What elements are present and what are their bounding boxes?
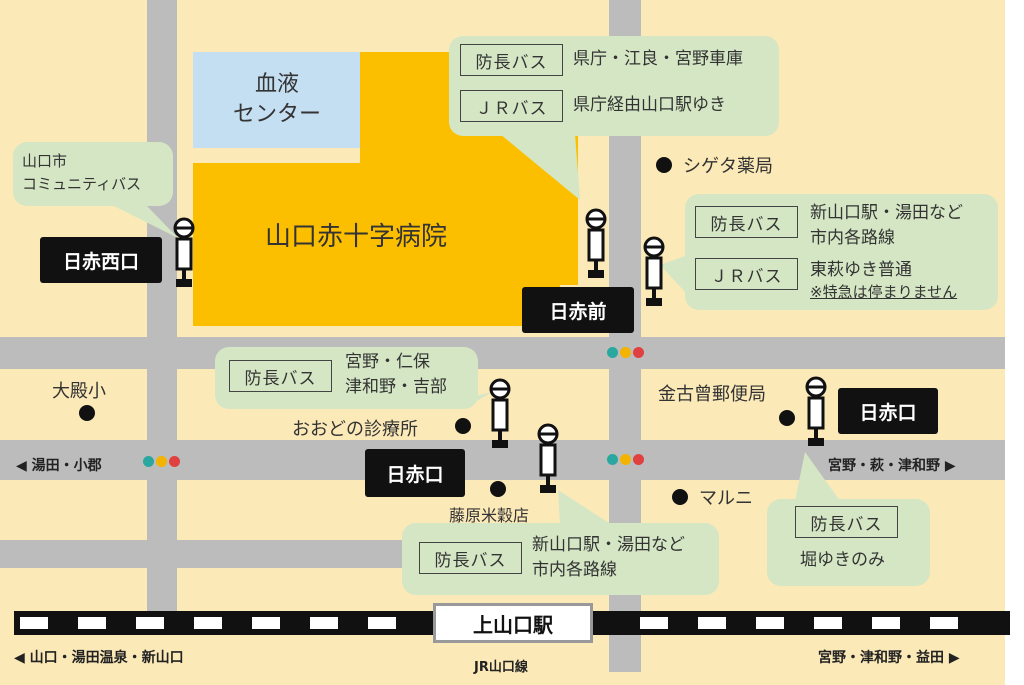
hospital-label: 山口赤十字病院 — [265, 222, 448, 252]
road-upper-horizontal — [0, 337, 1005, 369]
top-bus-boufu-box: 防長バス — [460, 44, 563, 76]
mid-bus-boufu-box: 防長バス — [229, 360, 332, 392]
poi-marker-icon — [672, 489, 688, 505]
top-bus-jr-dest: 県庁経由山口駅ゆき — [573, 95, 726, 115]
east-bus-boufu-box: 防長バス — [795, 506, 898, 538]
poi-kanekoso-post: 金古曾郵便局 — [658, 384, 766, 405]
bus-stop-pole-icon — [489, 378, 511, 448]
top-bus-jr-box: ＪＲバス — [460, 90, 563, 122]
stop-label-nisseki-guchi-east[interactable]: 日赤口 — [838, 388, 938, 434]
traffic-signal-icon — [156, 456, 167, 467]
right-bus-jr-dest1: 東萩ゆき普通 — [810, 260, 912, 280]
low-bus-dest1: 新山口駅・湯田など — [532, 535, 685, 555]
blood-center: 血液 センター — [193, 52, 361, 148]
rail-line-name: JR山口線 — [474, 660, 528, 675]
right-bus-boufu-box: 防長バス — [695, 206, 798, 238]
callout-low-bus — [402, 523, 719, 595]
bus-stop-pole-icon — [643, 236, 665, 306]
traffic-signal-icon — [633, 454, 644, 465]
rail-sleeper — [756, 617, 784, 629]
top-bus-boufu-dest: 県庁・江良・宮野車庫 — [573, 49, 743, 69]
road-dir-east: 宮野・萩・津和野 ▶ — [828, 458, 956, 474]
poi-marker-icon — [656, 157, 672, 173]
mid-bus-dest1: 宮野・仁保 — [345, 352, 430, 372]
rail-sleeper — [136, 617, 164, 629]
callout-top-bus — [449, 36, 779, 136]
poi-oodono-clinic: おおどの診療所 — [292, 419, 418, 440]
traffic-signal-icon — [607, 347, 618, 358]
blood-center-label: 血液 センター — [232, 72, 321, 127]
traffic-signal-icon — [620, 454, 631, 465]
stop-label-nisseki-mae[interactable]: 日赤前 — [522, 287, 634, 333]
poi-fujiwara-rice: 藤原米穀店 — [449, 506, 530, 525]
traffic-signal-icon — [633, 347, 644, 358]
poi-shigeta-pharmacy: シゲタ薬局 — [683, 156, 773, 177]
right-bus-boufu-dest1: 新山口駅・湯田など — [810, 203, 963, 223]
right-bus-boufu-dest2: 市内各路線 — [810, 228, 895, 248]
poi-marker-icon — [490, 481, 506, 497]
rail-sleeper — [194, 617, 222, 629]
poi-marker-icon — [455, 418, 471, 434]
bus-stop-pole-icon — [537, 423, 559, 493]
rail-sleeper — [814, 617, 842, 629]
callout-east-bus — [767, 499, 930, 586]
stop-label-nisseki-guchi-center[interactable]: 日赤口 — [365, 449, 465, 497]
bus-stop-pole-icon — [805, 376, 827, 446]
traffic-signal-icon — [169, 456, 180, 467]
bus-stop-pole-icon — [585, 208, 607, 278]
rail-sleeper — [872, 617, 900, 629]
stop-label-nisseki-nishiguchi[interactable]: 日赤西口 — [40, 237, 162, 283]
east-bus-dest: 堀ゆきのみ — [800, 550, 885, 570]
callout-community-bus — [13, 142, 173, 206]
road-dir-west: ◀ 湯田・小郡 — [16, 458, 102, 474]
rail-sleeper — [368, 617, 396, 629]
right-bus-jr-box: ＪＲバス — [695, 258, 798, 290]
callout-mid-bus — [215, 347, 478, 409]
low-bus-dest2: 市内各路線 — [532, 560, 617, 580]
low-bus-boufu-box: 防長バス — [419, 542, 522, 574]
rail-sleeper — [252, 617, 280, 629]
poi-ooden-school: 大殿小 — [52, 381, 106, 402]
rail-sleeper — [78, 617, 106, 629]
poi-marker-icon — [79, 405, 95, 421]
right-bus-jr-note: ※特急は停まりません — [810, 283, 958, 301]
rail-dir-west: ◀ 山口・湯田温泉・新山口 — [14, 650, 184, 666]
poi-maruni: マルニ — [699, 488, 753, 509]
rail-sleeper — [698, 617, 726, 629]
traffic-signal-icon — [620, 347, 631, 358]
rail-sleeper — [930, 617, 958, 629]
traffic-signal-icon — [143, 456, 154, 467]
community-line2: コミュニティバス — [22, 175, 142, 193]
callout-right-bus — [685, 194, 998, 310]
bus-stop-pole-icon — [173, 217, 195, 287]
station-kamiyamaguchi[interactable]: 上山口駅 — [433, 603, 593, 643]
poi-marker-icon — [779, 410, 795, 426]
rail-sleeper — [640, 617, 668, 629]
mid-bus-dest2: 津和野・吉部 — [345, 377, 447, 397]
rail-dir-east: 宮野・津和野・益田 ▶ — [818, 650, 960, 666]
rail-sleeper — [310, 617, 338, 629]
community-line1: 山口市 — [22, 152, 68, 170]
road-west-vertical — [147, 0, 177, 611]
rail-sleeper — [20, 617, 48, 629]
traffic-signal-icon — [607, 454, 618, 465]
